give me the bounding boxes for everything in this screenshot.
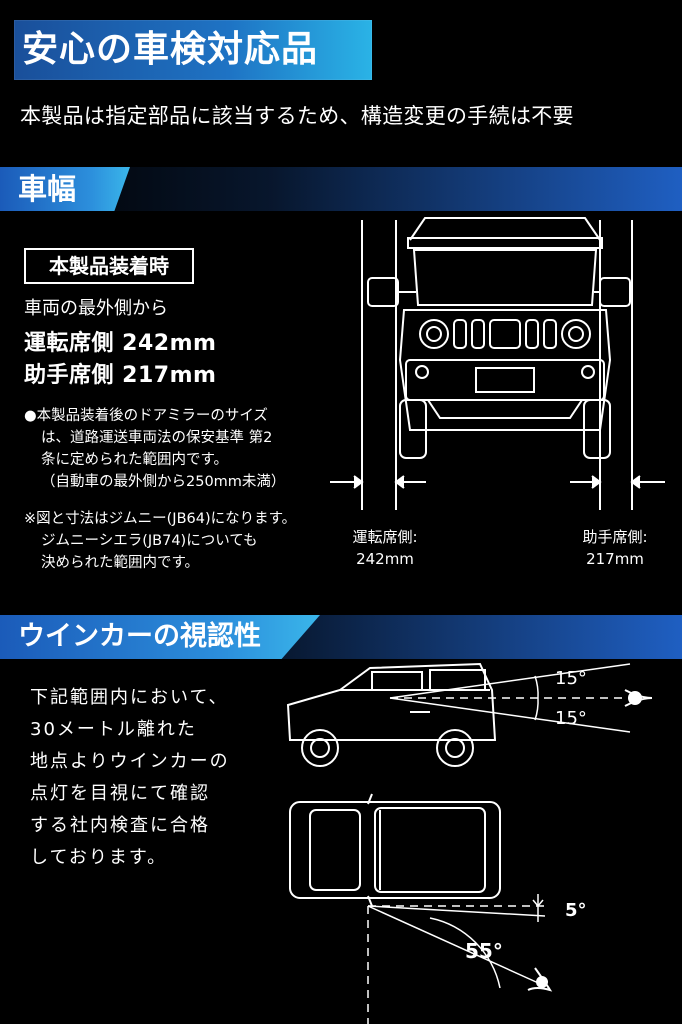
desc-line: する社内検査に合格 bbox=[30, 815, 210, 836]
driver-caption-label: 運転席側: bbox=[352, 528, 418, 546]
angle-down-label: 15° bbox=[555, 708, 587, 729]
note-mirror-size: ●本製品装着後のドアミラーのサイズ は、道路運送車両法の保安基準 第2 条に定め… bbox=[24, 405, 324, 493]
note1-line: （自動車の最外側から250mm未満） bbox=[41, 474, 286, 490]
car-top-illustration: 5° 55° bbox=[289, 793, 587, 1024]
desc-line: 30メートル離れた bbox=[30, 719, 197, 740]
note1-line: は、道路運送車両法の保安基準 第2 bbox=[41, 430, 273, 446]
section-heading-width: 車幅 bbox=[18, 172, 77, 206]
desc-line: 下記範囲内において、 bbox=[30, 687, 229, 708]
note1-line: 条に定められた範囲内です。 bbox=[41, 452, 229, 468]
lead-text: 本製品は指定部品に該当するため、構造変更の手続は不要 bbox=[20, 104, 574, 128]
title-banner bbox=[14, 20, 372, 80]
desc-line: 点灯を目視にて確認 bbox=[30, 783, 210, 804]
car-front-illustration bbox=[330, 217, 665, 510]
passenger-side-value: 助手席側 217mm bbox=[24, 363, 217, 388]
angle-small-label: 5° bbox=[565, 900, 587, 921]
section-tag-width bbox=[0, 167, 130, 211]
note2-line: ※図と寸法はジムニー(JB64)になります。 bbox=[24, 511, 297, 527]
from-outer-text: 車両の最外側から bbox=[24, 298, 168, 319]
angle-wide-label: 55° bbox=[465, 939, 503, 963]
driver-caption-value: 242mm bbox=[356, 550, 414, 568]
section-tag-blinker bbox=[0, 615, 320, 659]
passenger-caption-label: 助手席側: bbox=[582, 528, 648, 546]
note1-line: ●本製品装着後のドアミラーのサイズ bbox=[24, 408, 268, 424]
install-label: 本製品装着時 bbox=[24, 248, 194, 284]
blinker-description: 下記範囲内において、 30メートル離れた 地点よりウインカーの 点灯を目視にて確… bbox=[30, 682, 270, 874]
driver-caption: 運転席側: 242mm bbox=[330, 526, 440, 570]
desc-line: 地点よりウインカーの bbox=[30, 751, 230, 772]
passenger-caption-value: 217mm bbox=[586, 550, 644, 568]
angle-up-label: 15° bbox=[555, 668, 587, 689]
note2-line: 決められた範囲内です。 bbox=[41, 555, 200, 571]
note2-line: ジムニーシエラ(JB74)についても bbox=[41, 533, 258, 549]
car-side-illustration: 15° 15° bbox=[286, 662, 653, 767]
passenger-caption: 助手席側: 217mm bbox=[560, 526, 670, 570]
page-title: 安心の車検対応品 bbox=[22, 29, 319, 70]
eye-icon-side bbox=[624, 689, 653, 707]
eye-icon-top bbox=[527, 967, 553, 992]
note-model: ※図と寸法はジムニー(JB64)になります。 ジムニーシエラ(JB74)について… bbox=[24, 508, 324, 574]
driver-side-value: 運転席側 242mm bbox=[24, 331, 217, 356]
desc-line: しております。 bbox=[30, 847, 168, 868]
section-heading-blinker: ウインカーの視認性 bbox=[18, 621, 261, 652]
